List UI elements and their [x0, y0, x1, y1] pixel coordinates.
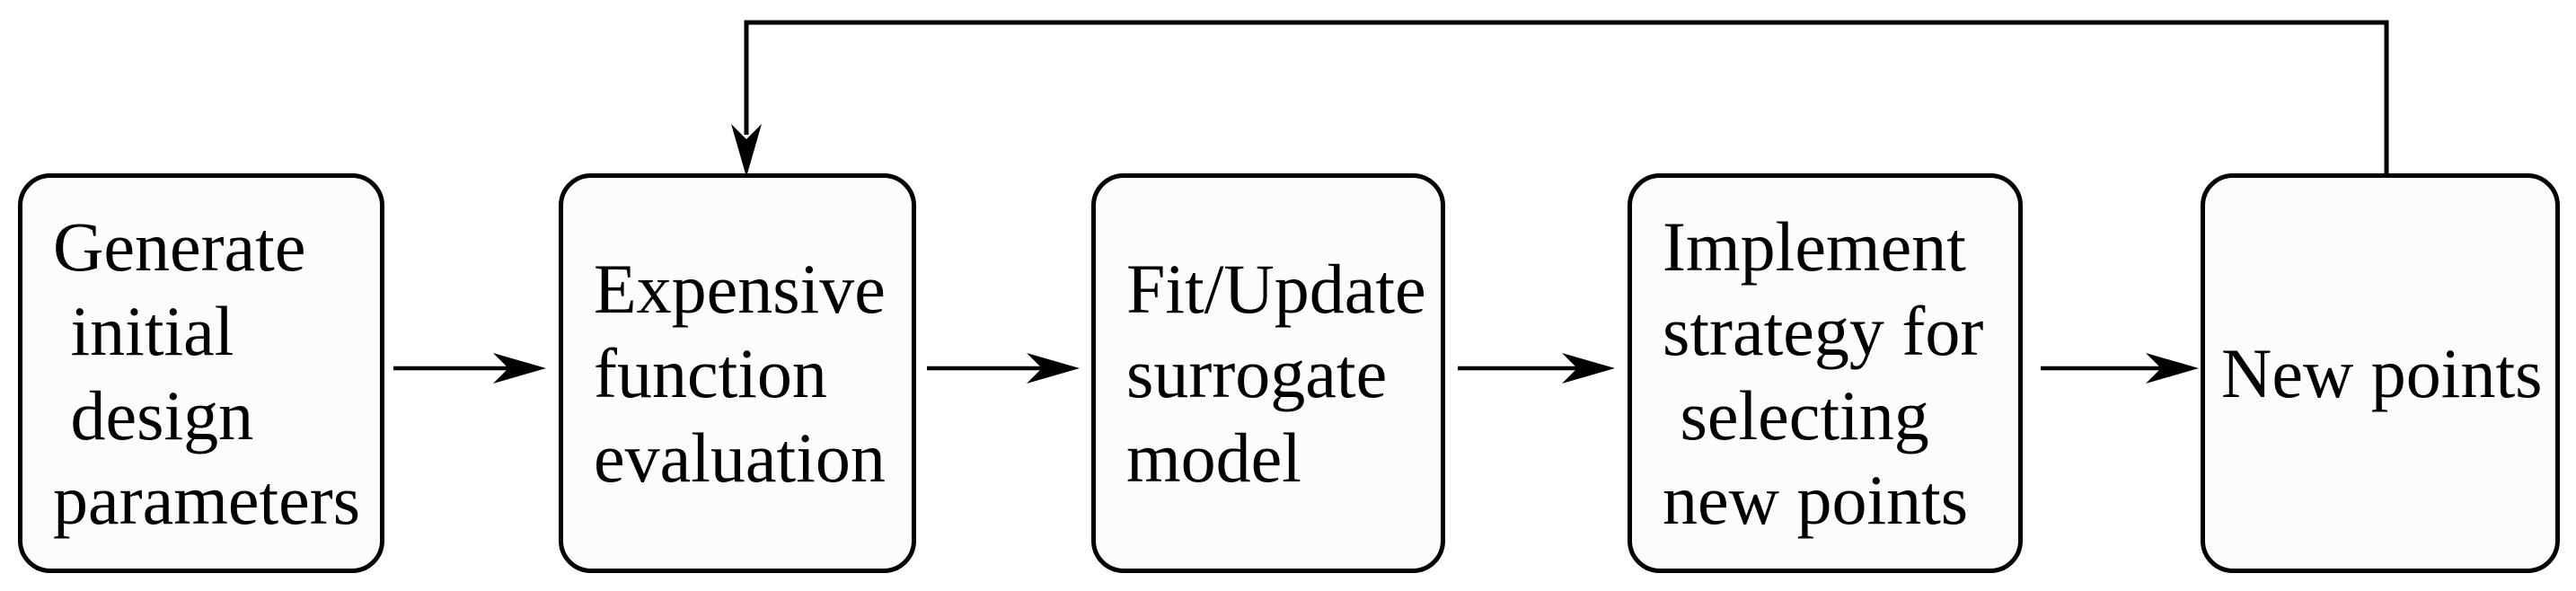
- edge-fitupdate-to-strategy: [1458, 353, 1615, 384]
- node-label-line: function: [594, 333, 827, 412]
- node-new-points: New points: [2201, 173, 2560, 573]
- node-label-line: model: [1126, 418, 1301, 497]
- node-expensive-function-evaluation: Expensive function evaluation: [559, 173, 916, 573]
- arrowhead: [1027, 353, 1080, 384]
- node-label-line: parameters: [53, 460, 361, 539]
- node-label-line: Generate: [53, 207, 306, 286]
- node-label-line: design: [53, 375, 254, 454]
- arrowhead: [731, 124, 762, 177]
- node-label-line: surrogate: [1126, 333, 1388, 412]
- edge-feedback-newpoints-to-expensive: [731, 20, 2389, 177]
- arrowhead: [493, 353, 546, 384]
- node-label-line: Fit/Update: [1126, 249, 1426, 328]
- node-label-line: strategy for: [1663, 291, 1984, 370]
- node-label-line: New points: [2221, 333, 2543, 412]
- node-label-line: Implement: [1663, 207, 1966, 286]
- node-label-line: Expensive: [594, 249, 886, 328]
- edge-strategy-to-newpoints: [2041, 353, 2199, 384]
- node-implement-strategy-for-selecting-new-points: Implement strategy for selecting new poi…: [1628, 173, 2023, 573]
- node-label-line: selecting: [1663, 375, 1929, 454]
- node-generate-initial-design-parameters: Generate initial design parameters: [18, 173, 384, 573]
- node-label-line: initial: [53, 291, 234, 370]
- node-label-line: evaluation: [594, 418, 886, 497]
- edge-generate-to-expensive: [393, 353, 546, 384]
- edge-expensive-to-fitupdate: [927, 353, 1080, 384]
- node-fit-update-surrogate-model: Fit/Update surrogate model: [1091, 173, 1445, 573]
- node-label-line: new points: [1663, 460, 1969, 539]
- arrowhead: [1562, 353, 1615, 384]
- arrowhead: [2146, 353, 2199, 384]
